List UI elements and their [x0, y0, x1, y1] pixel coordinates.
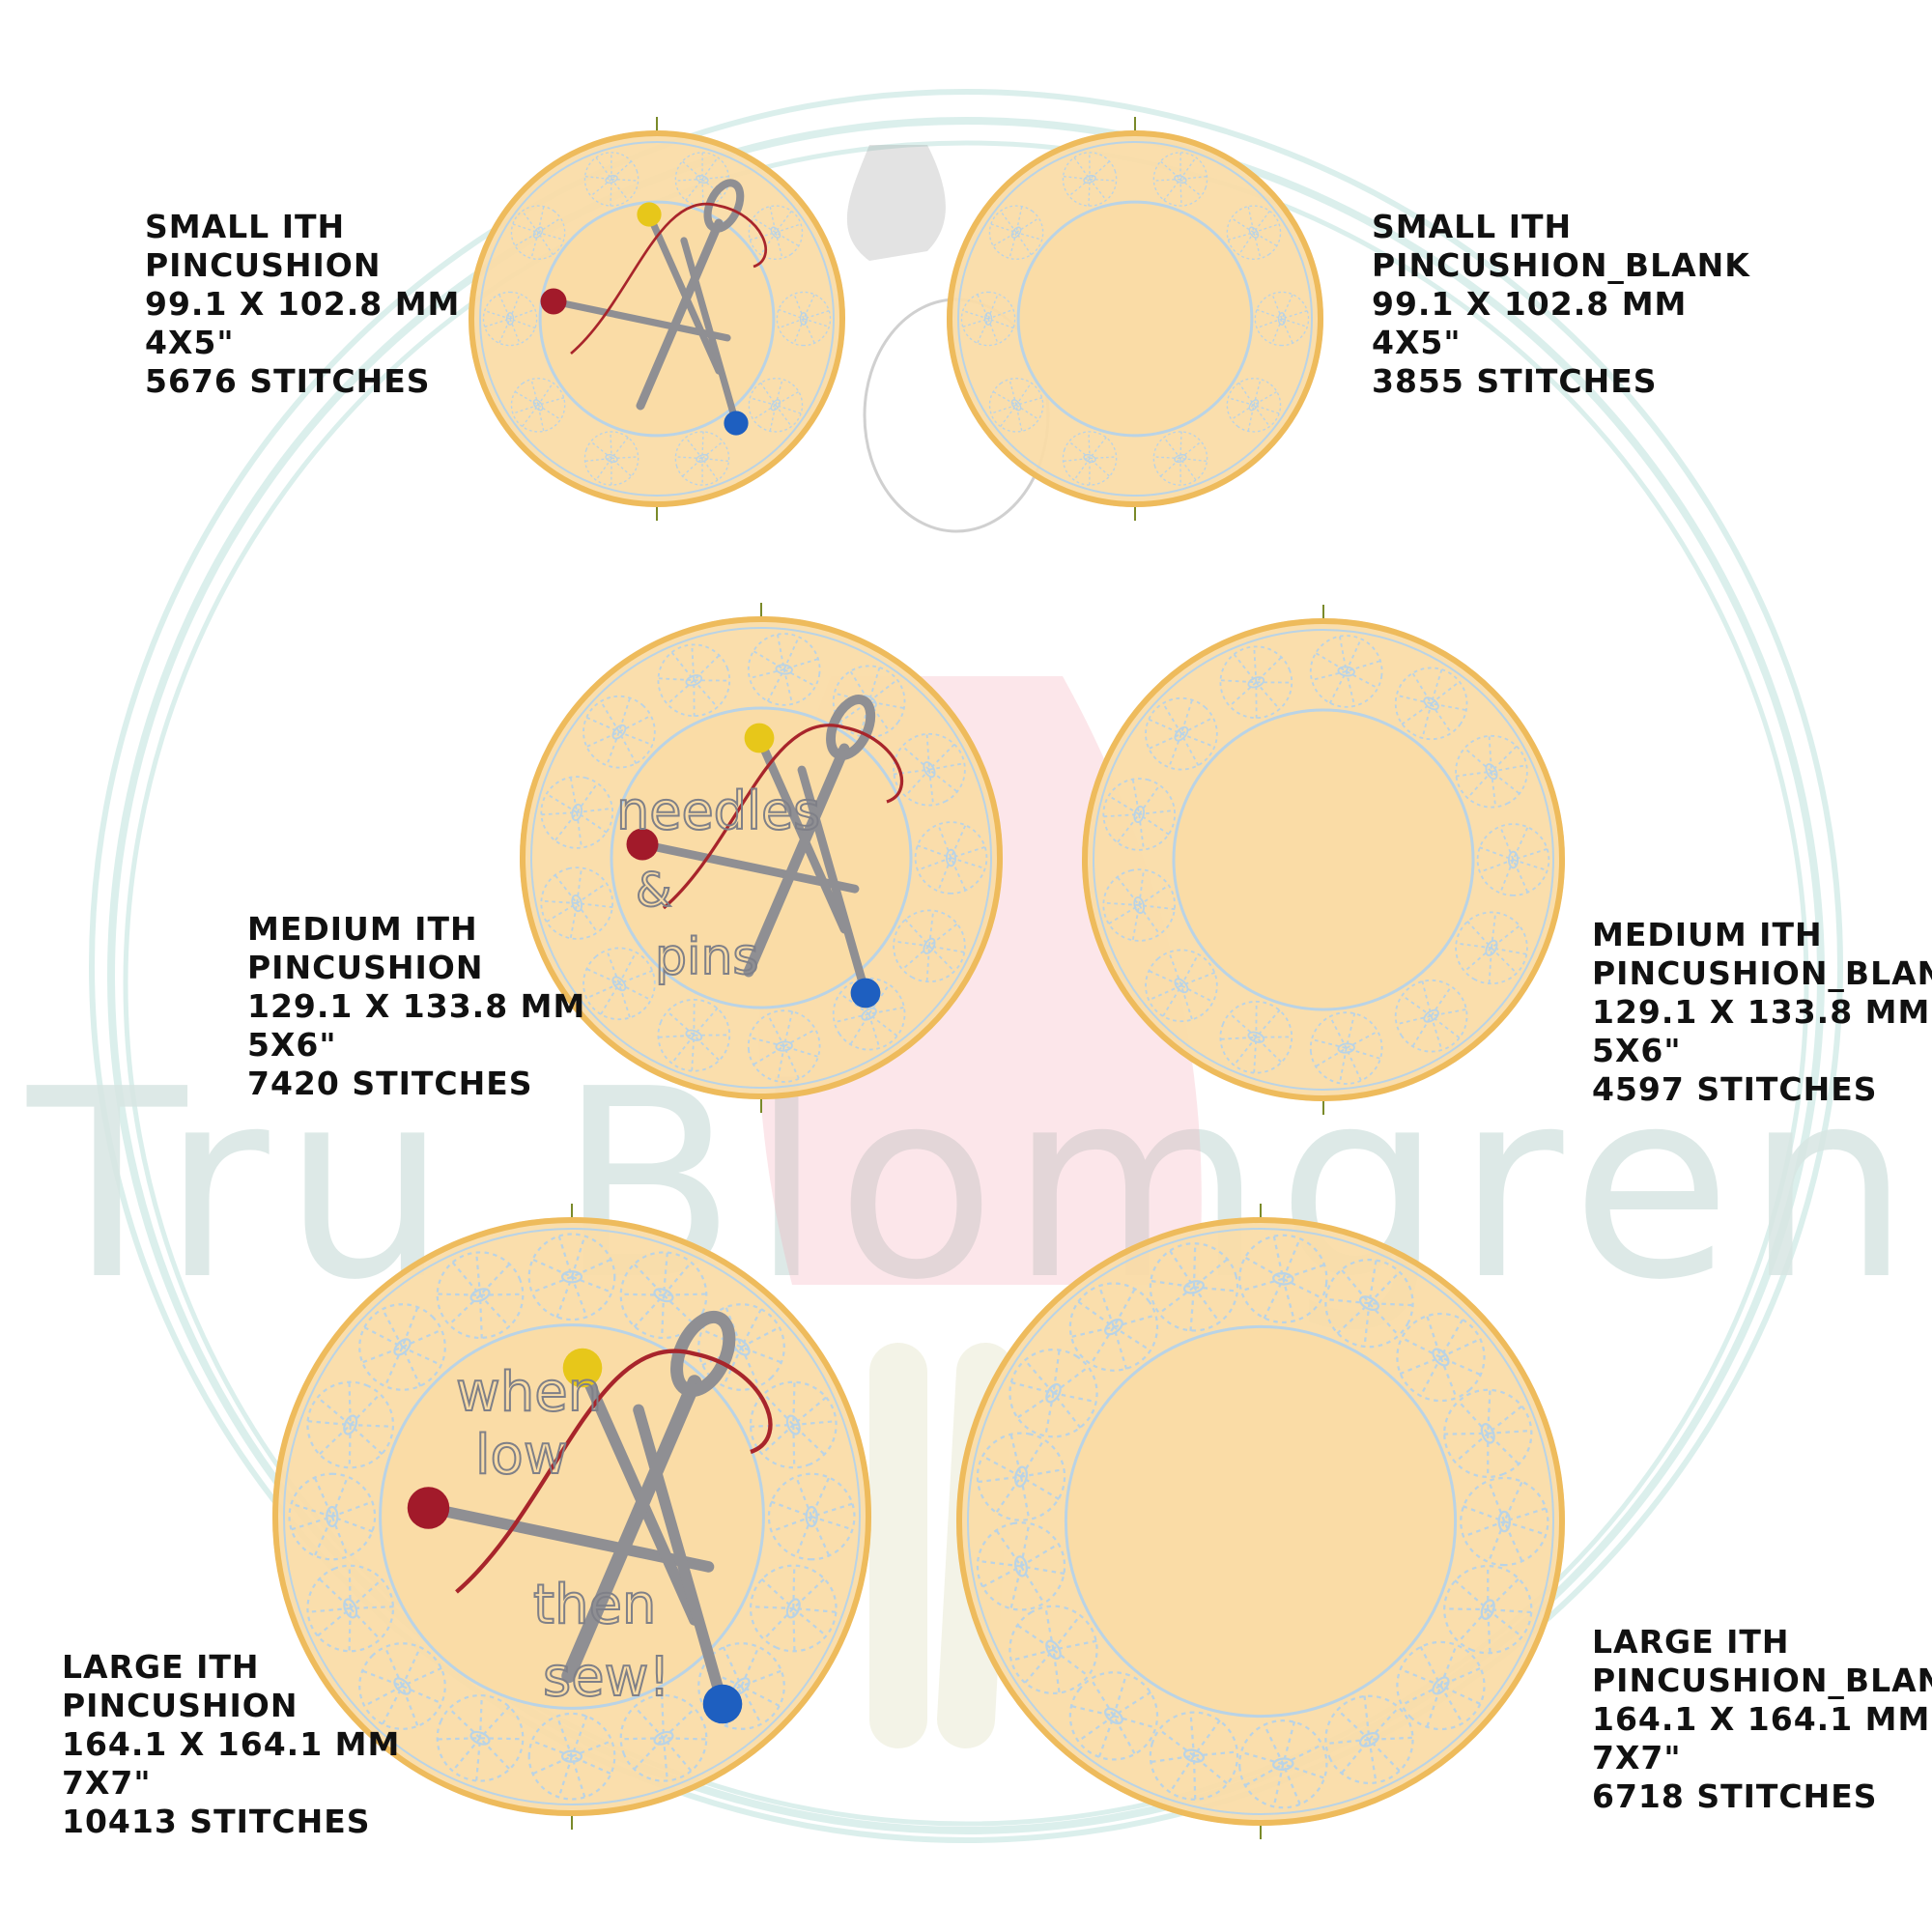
stitch-ring — [1093, 629, 1554, 1091]
design-hoop-size: 7x7" — [62, 1764, 152, 1802]
design-stitch-count: 5676 stitches — [145, 362, 431, 400]
pincushion-medium: needles & pins — [520, 603, 1003, 1113]
satin-edge — [469, 130, 845, 507]
yellow-pin-head — [637, 202, 662, 227]
watermark-text: Tru Blomgren — [23, 1033, 1924, 1337]
design-stitch-count: 10413 stitches — [62, 1803, 371, 1840]
red-pin-head — [407, 1487, 450, 1529]
design-info-small-blank: Small ITH pincushion_blank 99.1 x 102.8 … — [1372, 208, 1750, 401]
inner-panel — [538, 200, 776, 438]
watermark-ring — [107, 117, 1825, 1834]
pin-shaft — [577, 1362, 700, 1626]
inner-panel — [1064, 1324, 1458, 1719]
blue-pin-head — [702, 1684, 743, 1724]
design-hoop-size: 4x5" — [1372, 324, 1462, 361]
design-stitch-count: 7420 stitches — [247, 1065, 533, 1102]
stitch-ring — [530, 627, 992, 1089]
pincushion-large-blank — [956, 1204, 1565, 1839]
design-dimensions: 129.1 x 133.8 mm — [1592, 993, 1931, 1031]
needle-shaft — [561, 1375, 702, 1684]
design-type-label: pincushion_blank — [1592, 954, 1932, 992]
red-pin-head — [540, 288, 567, 315]
pin-shaft — [645, 211, 723, 375]
yellow-pin-head — [744, 723, 775, 753]
pin-needle-motif — [540, 179, 768, 436]
thread — [455, 1349, 773, 1594]
design-info-medium: Medium ITH pincushion 129.1 x 133.8 mm 5… — [247, 910, 585, 1103]
design-info-small: Small ITH pincushion 99.1 x 102.8 mm 4x5… — [145, 208, 460, 401]
design-hoop-size: 5x6" — [1592, 1032, 1682, 1069]
design-size-label: Small ITH — [1372, 208, 1573, 245]
embroidered-word: & — [636, 864, 671, 918]
needle-shaft — [636, 218, 724, 411]
design-dimensions: 99.1 x 102.8 mm — [145, 285, 461, 323]
embroidered-word: sew! — [543, 1646, 670, 1709]
satin-edge — [947, 130, 1323, 507]
inner-panel — [379, 1323, 765, 1710]
design-type-label: pincushion — [145, 246, 382, 284]
design-size-label: Medium ITH — [1592, 916, 1823, 953]
design-hoop-size: 7x7" — [1592, 1739, 1682, 1776]
inner-panel — [1016, 200, 1254, 438]
pin-shaft — [754, 733, 849, 934]
watermark-ring — [89, 89, 1843, 1843]
design-info-large-blank: Large ITH pincushion_blank 164.1 x 164.1… — [1592, 1623, 1932, 1816]
embroidered-word: pins — [655, 928, 759, 986]
embroidered-words: needles & pins — [615, 780, 821, 987]
pin-shaft — [680, 237, 740, 427]
stitch-ring — [283, 1228, 861, 1805]
design-dimensions: 129.1 x 133.8 mm — [247, 987, 586, 1025]
pin-shaft — [797, 765, 870, 998]
design-type-label: pincushion_blank — [1592, 1662, 1932, 1699]
design-size-label: Medium ITH — [247, 910, 478, 948]
design-dimensions: 99.1 x 102.8 mm — [1372, 285, 1688, 323]
design-type-label: pincushion — [62, 1687, 298, 1724]
satin-edge — [520, 616, 1003, 1099]
stitch-ring — [479, 141, 835, 497]
design-stitch-count: 4597 stitches — [1592, 1070, 1878, 1108]
watermark-ring — [123, 140, 1809, 1827]
embroidered-word: then — [533, 1574, 656, 1636]
inner-panel — [610, 706, 913, 1009]
inner-panel — [1172, 708, 1475, 1011]
yellow-pin-head — [562, 1348, 603, 1388]
design-info-large: Large ITH pincushion 164.1 x 164.1 mm 7x… — [62, 1648, 400, 1841]
stitch-ring — [967, 1228, 1554, 1815]
pin-needle-motif — [407, 1310, 773, 1724]
design-hoop-size: 5x6" — [247, 1026, 337, 1064]
pincushion-small — [469, 117, 845, 521]
design-stitch-count: 3855 stitches — [1372, 362, 1658, 400]
pin-needle-motif — [626, 695, 904, 1009]
pincushion-medium-blank — [1082, 605, 1565, 1115]
design-type-label: pincushion_blank — [1372, 246, 1750, 284]
design-size-label: Large ITH — [62, 1648, 260, 1686]
pincushion-small-blank — [947, 117, 1323, 521]
design-hoop-size: 4x5" — [145, 324, 235, 361]
design-dimensions: 164.1 x 164.1 mm — [62, 1725, 401, 1763]
design-dimensions: 164.1 x 164.1 mm — [1592, 1700, 1931, 1738]
design-type-label: pincushion — [247, 949, 484, 986]
blue-pin-head — [850, 978, 881, 1009]
embroidered-word: low — [475, 1424, 568, 1487]
embroidered-word: needles — [616, 781, 820, 841]
stitch-ring — [957, 141, 1313, 497]
design-info-medium-blank: Medium ITH pincushion_blank 129.1 x 133.… — [1592, 916, 1932, 1109]
design-stitch-count: 6718 stitches — [1592, 1777, 1878, 1815]
design-size-label: Large ITH — [1592, 1623, 1790, 1661]
watermark: Tru Blomgren — [23, 89, 1924, 1843]
needle-shaft — [743, 743, 850, 978]
pin-shaft — [633, 1404, 728, 1710]
satin-edge — [272, 1217, 871, 1816]
thread — [662, 724, 904, 910]
satin-edge — [956, 1217, 1565, 1826]
red-pin-head — [626, 828, 659, 861]
embroidered-word: when — [456, 1361, 602, 1424]
design-size-label: Small ITH — [145, 208, 346, 245]
thread — [570, 202, 768, 355]
blue-pin-head — [724, 411, 749, 436]
satin-edge — [1082, 618, 1565, 1101]
